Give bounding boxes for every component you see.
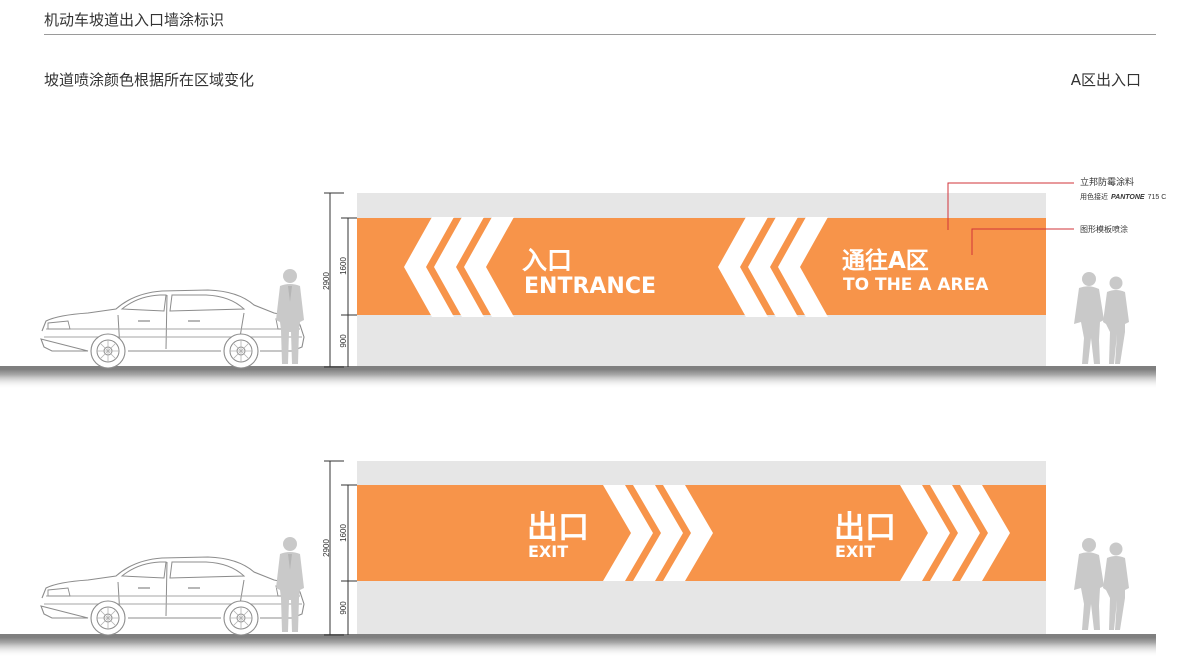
exit-elevation: 出口 EXIT 出口 EXIT 2900 1600 900 [0,460,1156,657]
dimension-total: 2900 [322,272,331,290]
dimension-base: 900 [339,601,348,615]
ground-line [0,635,1156,657]
callout-stencil: 图形模板喷涂 [1080,224,1128,234]
entrance-sign-en: ENTRANCE [524,274,656,299]
ground-edge [0,634,1156,637]
ground-line [0,367,1156,389]
entrance-sign-cn: 入口 [522,246,572,275]
dimension-total: 2900 [322,539,331,557]
callout-paint-line1: 立邦防霉涂料 [1080,176,1134,187]
dimension-band: 1600 [339,257,348,275]
ground-edge [0,366,1156,369]
dimension-lines [324,192,357,368]
page-subtitle: 坡道喷涂颜色根据所在区域变化 [44,71,255,89]
exit-sign2-en: EXIT [835,542,875,561]
dimension-base: 900 [339,334,348,348]
dimension-lines [324,460,357,636]
sedan-car-icon [40,556,305,636]
exit-sign1-en: EXIT [528,542,568,561]
title-divider [44,34,1156,35]
dimension-band: 1600 [339,524,348,542]
walking-couple-icon [1074,272,1129,364]
exit-sign1-cn: 出口 [527,510,589,546]
entrance-elevation: 入口 ENTRANCE 通往A区 TO THE A AREA 2900 1600… [0,176,1166,389]
callout-lines [947,182,1074,255]
sedan-car-icon [40,289,305,369]
to-area-sign-cn: 通往A区 [842,247,929,274]
page-title: 机动车坡道出入口墙涂标识 [44,11,225,29]
to-area-sign-en: TO THE A AREA [843,275,989,295]
exit-sign2-cn: 出口 [834,510,896,546]
walking-couple-icon [1074,538,1129,630]
area-label: A区出入口 [1070,71,1141,89]
